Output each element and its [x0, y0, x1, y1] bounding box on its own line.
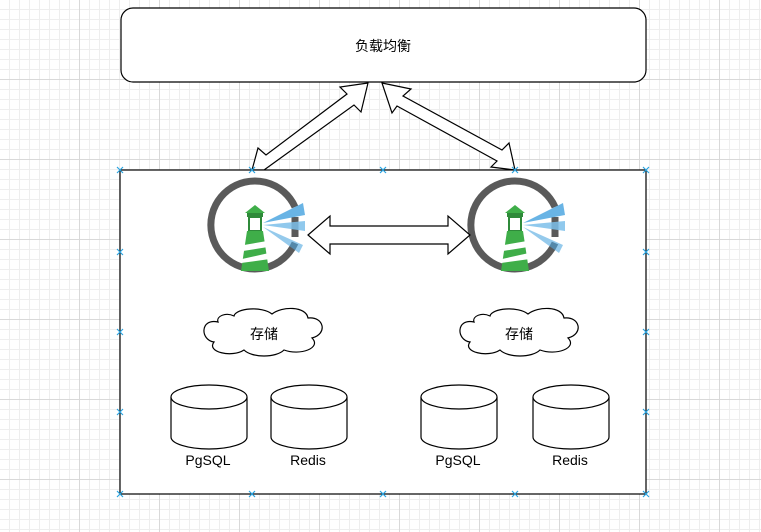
- database-label-redis: Redis: [290, 452, 326, 468]
- database-label-pgsql: PgSQL: [435, 452, 481, 468]
- database-cylinder: [170, 384, 248, 450]
- database-cylinder: [270, 384, 348, 450]
- database-label-pgsql: PgSQL: [185, 452, 231, 468]
- database-label-redis: Redis: [552, 452, 588, 468]
- selection-handles[interactable]: [116, 166, 650, 498]
- storage-label: 存储: [505, 326, 533, 342]
- load-balancer-label: 负载均衡: [355, 38, 411, 54]
- database-cylinder: [532, 384, 610, 450]
- double-arrow-right[interactable]: [381, 82, 516, 171]
- double-arrow-horizontal[interactable]: [307, 214, 471, 256]
- load-balancer-box[interactable]: [120, 7, 647, 83]
- storage-label: 存储: [250, 326, 278, 342]
- cloud-shape: [203, 307, 323, 357]
- database-cylinder: [420, 384, 498, 450]
- cloud-shape: [459, 307, 579, 357]
- double-arrow-left[interactable]: [251, 82, 369, 171]
